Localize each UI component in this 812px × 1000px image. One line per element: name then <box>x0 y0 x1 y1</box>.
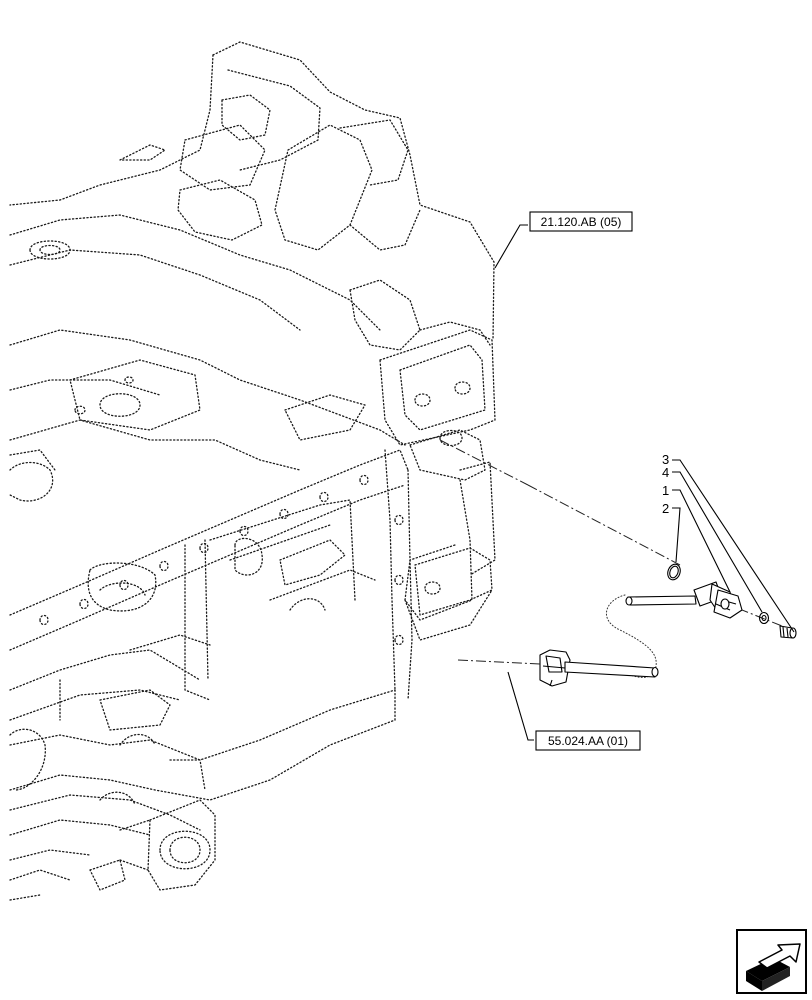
item-number-4: 4 <box>662 465 669 480</box>
tractor-frame-outline <box>9 41 496 901</box>
sensor-assembly <box>457 563 797 687</box>
connector-centerline <box>457 659 541 665</box>
speed-sensor <box>625 581 743 619</box>
item-number-3: 3 <box>662 452 669 467</box>
bolt <box>779 625 797 639</box>
assembly-centerline <box>439 439 793 631</box>
washer <box>758 611 770 625</box>
ref-label-55-024-aa[interactable]: 55.024.AA (01) <box>548 734 628 748</box>
ref-label-21-120-ab[interactable]: 21.120.AB (05) <box>541 215 622 229</box>
ref-box-21-120-ab[interactable]: 21.120.AB (05) <box>529 211 633 232</box>
callout-leaders <box>494 224 795 741</box>
item-number-2: 2 <box>662 501 669 516</box>
item-numbers: 3 4 1 2 <box>662 452 669 516</box>
connector-plug <box>539 649 659 687</box>
next-page-arrow-icon[interactable] <box>736 929 807 994</box>
ref-box-55-024-aa[interactable]: 55.024.AA (01) <box>535 730 641 751</box>
item-number-1: 1 <box>662 483 669 498</box>
sensor-wire <box>605 594 657 678</box>
o-ring <box>667 563 681 581</box>
